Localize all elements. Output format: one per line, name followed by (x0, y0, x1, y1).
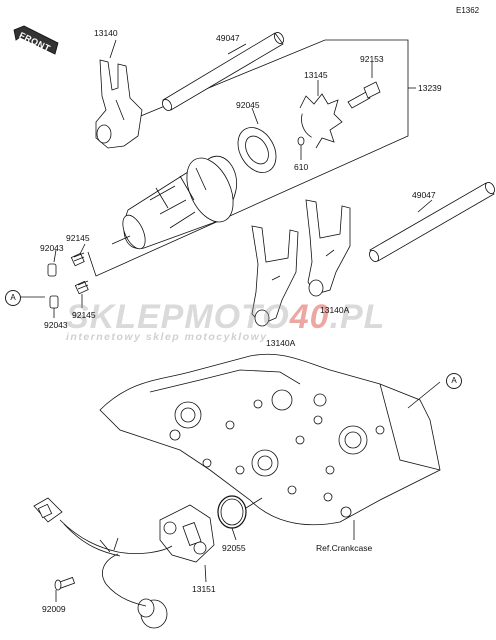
label-13239[interactable]: 13239 (418, 83, 442, 93)
label-92153[interactable]: 92153 (360, 54, 384, 64)
crankcase-bosses (169, 389, 385, 518)
shift-fork-mid (251, 225, 299, 327)
label-13140A-right[interactable]: 13140A (320, 305, 350, 315)
bolt-92153 (347, 62, 381, 109)
shift-cam (299, 80, 343, 149)
label-13140A-mid[interactable]: 13140A (266, 338, 296, 348)
label-ref-crankcase[interactable]: Ref.Crankcase (316, 543, 373, 553)
label-13140[interactable]: 13140 (94, 28, 118, 38)
label-92045[interactable]: 92045 (236, 100, 260, 110)
wire-harness (59, 519, 173, 605)
shift-rod-right (369, 182, 495, 262)
connector-plug (137, 598, 168, 629)
shift-rod-top (162, 32, 284, 111)
spring-pin-lower (49, 280, 89, 318)
watermark-subtitle: internetowy sklep motocyklowy (66, 331, 268, 343)
gear-position-sensor (159, 504, 215, 583)
leader-ref-a (407, 381, 441, 409)
screw-92009 (54, 576, 76, 602)
label-92145-lower[interactable]: 92145 (72, 310, 96, 320)
ref-marker-left[interactable]: A (5, 290, 21, 306)
watermark-logo: SKLEPMOTO40.PL (66, 300, 436, 334)
shift-fork-top (95, 39, 143, 149)
label-49047-top[interactable]: 49047 (216, 33, 240, 43)
watermark-part1: SKLEPMOTO (66, 298, 290, 336)
label-92055[interactable]: 92055 (222, 543, 246, 553)
crankcase-housing (99, 353, 441, 526)
ref-marker-right[interactable]: A (446, 373, 462, 389)
front-arrow-icon (13, 25, 59, 55)
label-92043-upper[interactable]: 92043 (40, 243, 64, 253)
watermark-part2: .PL (329, 298, 386, 336)
connector (33, 497, 63, 523)
watermark-accent: 40 (289, 298, 330, 336)
shift-fork-right (305, 199, 351, 297)
diagram-code: E1362 (456, 6, 480, 15)
label-49047-right[interactable]: 49047 (412, 190, 436, 200)
label-13151[interactable]: 13151 (192, 584, 216, 594)
label-92145-upper[interactable]: 92145 (66, 233, 90, 243)
spring-pin-upper (47, 243, 86, 277)
label-92043-lower[interactable]: 92043 (44, 320, 68, 330)
o-ring (217, 495, 247, 529)
label-92009[interactable]: 92009 (42, 604, 66, 614)
shift-drum (111, 155, 238, 250)
label-13145[interactable]: 13145 (304, 70, 328, 80)
bearing (237, 107, 277, 173)
label-610[interactable]: 610 (294, 162, 309, 172)
